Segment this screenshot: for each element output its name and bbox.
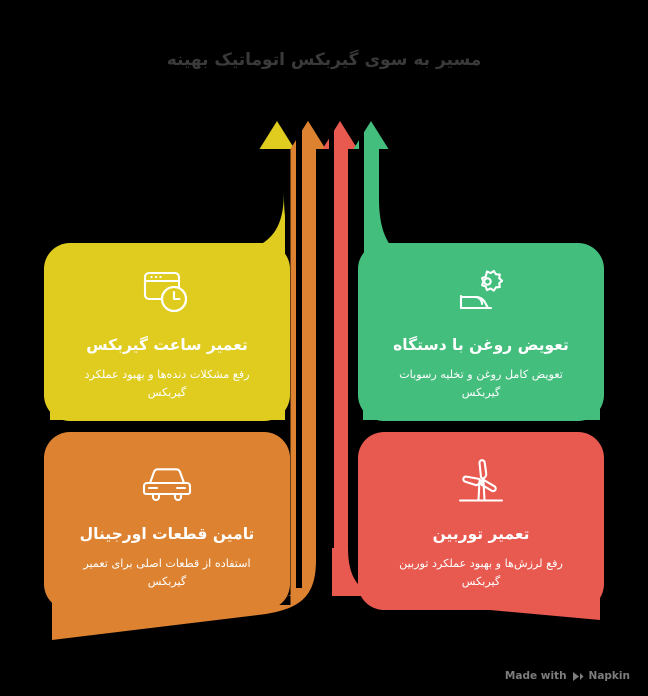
card-description: رفع لرزش‌ها و بهبود عملکرد توربین گیربکس xyxy=(399,557,563,588)
card-original-parts-supply[interactable]: تامین قطعات اورجینال استفاده از قطعات اص… xyxy=(44,432,290,610)
lane-gap-1 xyxy=(296,118,302,588)
card-gearbox-clock-repair[interactable]: تعمیر ساعت گیربکس رفع مشکلات دنده‌ها و ب… xyxy=(44,243,290,421)
lane-gap-2 xyxy=(329,118,334,548)
card-description: رفع مشکلات دنده‌ها و بهبود عملکرد گیربکس xyxy=(84,368,250,399)
card-description: تعویض کامل روغن و تخلیه رسوبات گیربکس xyxy=(399,368,563,399)
card-title: تعمیر توربین xyxy=(432,525,530,543)
browser-clock-icon xyxy=(136,265,198,321)
card-title: تامین قطعات اورجینال xyxy=(79,525,255,543)
footer-attribution: Made with Napkin xyxy=(505,670,630,682)
wind-turbine-icon xyxy=(450,454,512,510)
footer-made-with-label: Made with xyxy=(504,670,567,682)
arrow-red xyxy=(322,121,600,620)
card-title: تعمیر ساعت گیربکس xyxy=(86,336,248,354)
napkin-logo-icon xyxy=(572,671,584,682)
page-title: مسیر به سوی گیربکس اتوماتیک بهینه xyxy=(166,50,482,70)
card-description: استفاده از قطعات اصلی برای تعمیر گیربکس xyxy=(83,557,251,588)
footer-brand-label: Napkin xyxy=(588,670,630,682)
card-oil-change-machine[interactable]: تعویض روغن با دستگاه تعویض کامل روغن و ت… xyxy=(358,243,604,421)
gear-machine-icon xyxy=(450,265,512,321)
card-turbine-repair[interactable]: تعمیر توربین رفع لرزش‌ها و بهبود عملکرد … xyxy=(358,432,604,610)
lane-gap-3 xyxy=(359,118,364,318)
car-icon xyxy=(136,454,198,510)
card-title: تعویض روغن با دستگاه xyxy=(393,336,569,354)
